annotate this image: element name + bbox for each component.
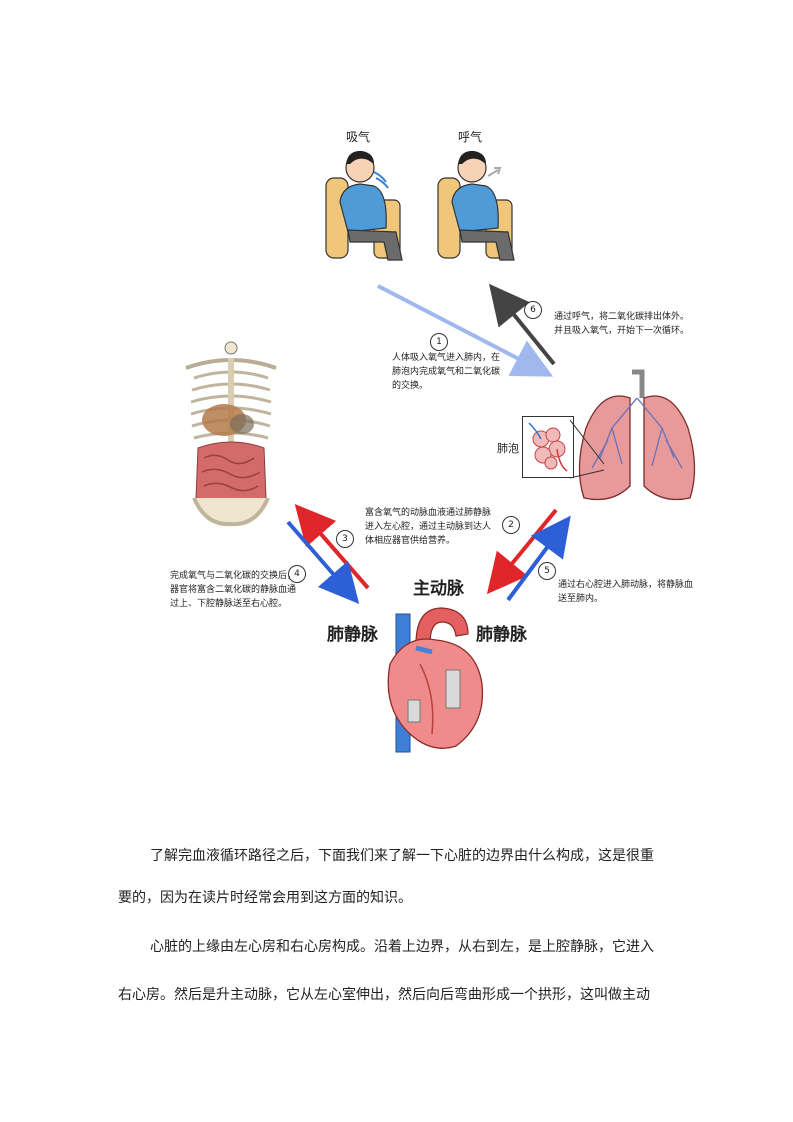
step-3-line-3: 体相应器官供给营养。: [365, 536, 456, 546]
step-2-number: 2: [502, 516, 520, 534]
step-1-line-3: 的交换。: [392, 381, 429, 391]
inset-pointer-lines: [570, 420, 605, 479]
alveolus-inset: [522, 416, 574, 478]
step-4-line-2: 器官将富含二氧化碳的静脉血通: [170, 585, 297, 595]
paragraph-2-line-2: 右心房。然后是升主动脉，它从左心室伸出，然后向后弯曲形成一个拱形，这叫做主动: [118, 987, 650, 1003]
inhale-label: 吸气: [346, 130, 371, 144]
step-3-line-1: 富含氧气的动脉血液通过肺静脉: [365, 508, 492, 518]
step-3-line-2: 进入左心腔，通过主动脉到达人: [365, 522, 492, 532]
circulation-figure: 吸气 呼气: [170, 130, 696, 753]
paragraph-1-line-1: 了解完血液循环路径之后，下面我们来了解一下心脏的边界由什么构成，这是很重: [150, 848, 654, 864]
paragraph-1-line-2: 要的，因为在读片时经常会用到这方面的知识。: [118, 890, 412, 906]
step-5-number: 5: [538, 562, 556, 580]
alveolus-cluster-illustration: [528, 422, 568, 472]
step-3-text: 富含氧气的动脉血液通过肺静脉 进入左心腔，通过主动脉到达人 体相应器官供给营养。: [365, 506, 491, 548]
inhale-person-illustration: [325, 150, 403, 261]
alveolus-label: 肺泡: [497, 442, 519, 455]
aorta-label: 主动脉: [413, 579, 464, 599]
step-6-text: 通过呼气，将二氧化碳排出体外。 并且吸入氧气，开始下一次循环。: [554, 310, 689, 338]
arrow-6-exhale: [488, 283, 556, 366]
step-1-text: 人体吸入氧气进入肺内，在 肺泡内完成氧气和二氧化碳 的交换。: [392, 351, 500, 393]
step-5-line-2: 送至肺内。: [558, 594, 604, 604]
pulmonary-vein-left-label: 肺静脉: [327, 625, 378, 645]
heart-illustration: [387, 607, 484, 753]
circulation-arrows: [286, 283, 571, 605]
step-4-number: 4: [288, 565, 306, 583]
arrow-5-venous: [506, 515, 571, 602]
lungs-illustration: [578, 369, 696, 501]
step-6-line-2: 并且吸入氧气，开始下一次循环。: [554, 326, 690, 336]
step-6-number: 6: [524, 301, 542, 319]
step-4-line-1: 完成氧气与二氧化碳的交换后，: [170, 571, 297, 581]
step-1-line-2: 肺泡内完成氧气和二氧化碳: [392, 367, 501, 377]
step-5-text: 通过右心腔进入肺动脉，将静脉血 送至肺内。: [558, 578, 693, 606]
step-5-line-1: 通过右心腔进入肺动脉，将静脉血: [558, 580, 694, 590]
exhale-label: 呼气: [458, 130, 483, 144]
step-6-line-1: 通过呼气，将二氧化碳排出体外。: [554, 312, 690, 322]
step-3-number: 3: [336, 530, 354, 548]
exhale-person-illustration: [437, 150, 515, 261]
arrow-1-inhale: [377, 284, 554, 377]
step-4-line-3: 过上、下腔静脉送至右心腔。: [170, 599, 288, 609]
paragraph-2-line-1: 心脏的上缘由左心房和右心房构成。沿着上边界，从右到左，是上腔静脉，它进入: [150, 939, 654, 955]
step-1-number: 1: [430, 333, 448, 351]
arrow-4-venous: [286, 520, 360, 605]
step-1-line-1: 人体吸入氧气进入肺内，在: [392, 353, 501, 363]
torso-skeleton-illustration: [185, 341, 277, 527]
pulmonary-vein-right-label: 肺静脉: [476, 625, 527, 645]
step-4-text: 完成氧气与二氧化碳的交换后， 器官将富含二氧化碳的静脉血通 过上、下腔静脉送至右…: [170, 569, 296, 611]
